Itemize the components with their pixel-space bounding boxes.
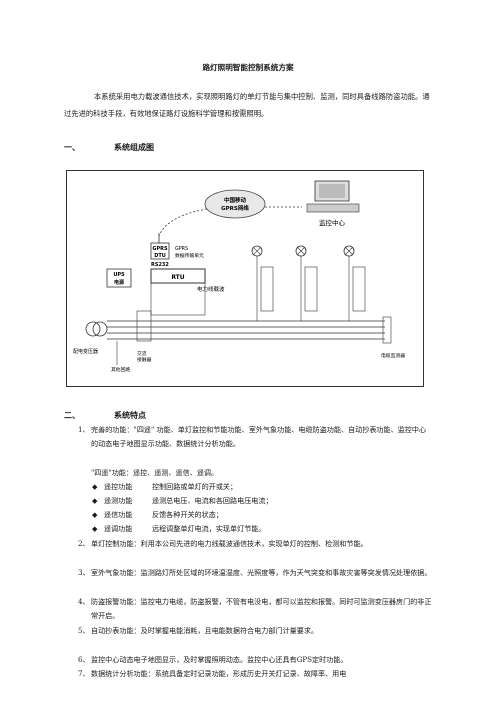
- svg-text:电缆监测器: 电缆监测器: [381, 352, 405, 359]
- monitor-center: 监控中心: [306, 180, 360, 227]
- system-diagram-svg: 中国移动 GPRS网络 监控中心 GPRS DTU GPRS 数据传输单元 RS…: [73, 180, 405, 373]
- svg-text:RTU: RTU: [171, 274, 184, 281]
- feature-item: 2、单灯控制功能：利用本公司先进的电力线载波通信技术，实现单灯的控制、检测和节能…: [78, 539, 368, 548]
- lamp-pole-3: [343, 245, 366, 321]
- document-title: 路灯照明智能控制系统方案: [202, 63, 294, 72]
- cable-monitor: 电缆监测器: [381, 316, 405, 359]
- power-bus: [107, 320, 385, 340]
- svg-text:接触器: 接触器: [137, 356, 152, 363]
- feature-item: "四遥"功能：遥控、遥测、遥信、遥调。: [91, 468, 219, 477]
- gprs-dtu: GPRS DTU GPRS 数据传输单元 RS232: [150, 242, 204, 268]
- gprs-cloud: 中国移动 GPRS网络: [204, 189, 266, 219]
- ups-box: UPS 电源: [106, 268, 132, 288]
- svg-text:配电变压器: 配电变压器: [73, 348, 98, 355]
- lamp-pole-1: [251, 245, 274, 321]
- svg-text:中国移动: 中国移动: [224, 196, 247, 204]
- system-diagram: 中国移动 GPRS网络 监控中心 GPRS DTU GPRS 数据传输单元 RS…: [66, 170, 424, 387]
- remote-item: ◆遥调功能远程调整单灯电流，实现单灯节能。: [92, 524, 266, 533]
- rtu-box: RTU: [150, 268, 206, 316]
- feature-item: 1、完善的功能："四遥" 功能、单灯监控和节能功能、室外气象功能、电缆防盗功能、…: [78, 425, 427, 449]
- svg-text:GPRS网络: GPRS网络: [221, 204, 249, 212]
- feature-item: 3、室外气象功能：监测路灯所处区域的环境温湿度、光照度等，作为天气突变和事故灾害…: [78, 568, 432, 577]
- feature-item: 5、自动抄表功能：及时掌握电能消耗，且电能数据符合电力部门计量要求。: [78, 626, 318, 635]
- svg-text:UPS: UPS: [113, 272, 125, 278]
- intro-paragraph: 本系统采用电力载波通信技术，实现照明路灯的单灯节能与集中控制、监测，同时具备线路…: [64, 92, 430, 118]
- feature-item: 4、防盗报警功能：监控电力电缆，防盗报警，不管有电没电，都可以监控和报警。同时可…: [78, 597, 432, 621]
- feature-item: 6、监控中心动态电子地图显示，及时掌握照明动态。监控中心还具有GPS定时功能。: [78, 655, 348, 664]
- svg-text:其他回路: 其他回路: [111, 366, 130, 373]
- lamp-pole-2: [295, 245, 318, 321]
- svg-text:GPRS: GPRS: [175, 246, 188, 252]
- svg-text:监控中心: 监控中心: [319, 218, 346, 227]
- remote-item: ◆遥测功能遥测总电压、电流和各回路电压电流；: [92, 496, 273, 505]
- contactor: 交流 接触器 其他回路: [111, 310, 152, 373]
- remote-item: ◆遥信功能反馈各种开关的状态；: [92, 510, 223, 519]
- svg-text:电源: 电源: [114, 279, 124, 286]
- svg-text:数据传输单元: 数据传输单元: [175, 252, 204, 259]
- transformer: 配电变压器: [73, 321, 108, 355]
- svg-text:DTU: DTU: [154, 253, 166, 259]
- remote-item: ◆遥控功能控制回路或单灯的开或关；: [92, 482, 238, 491]
- plc-label: 电力线载波: [197, 285, 225, 293]
- feature-item: 7、数据统计分析功能：系统具备定时记录功能，形成历史开关灯记录、故障率、用电: [78, 669, 347, 678]
- svg-text:RS232: RS232: [151, 262, 169, 268]
- svg-text:交流: 交流: [137, 350, 147, 357]
- svg-text:GPRS: GPRS: [152, 246, 168, 252]
